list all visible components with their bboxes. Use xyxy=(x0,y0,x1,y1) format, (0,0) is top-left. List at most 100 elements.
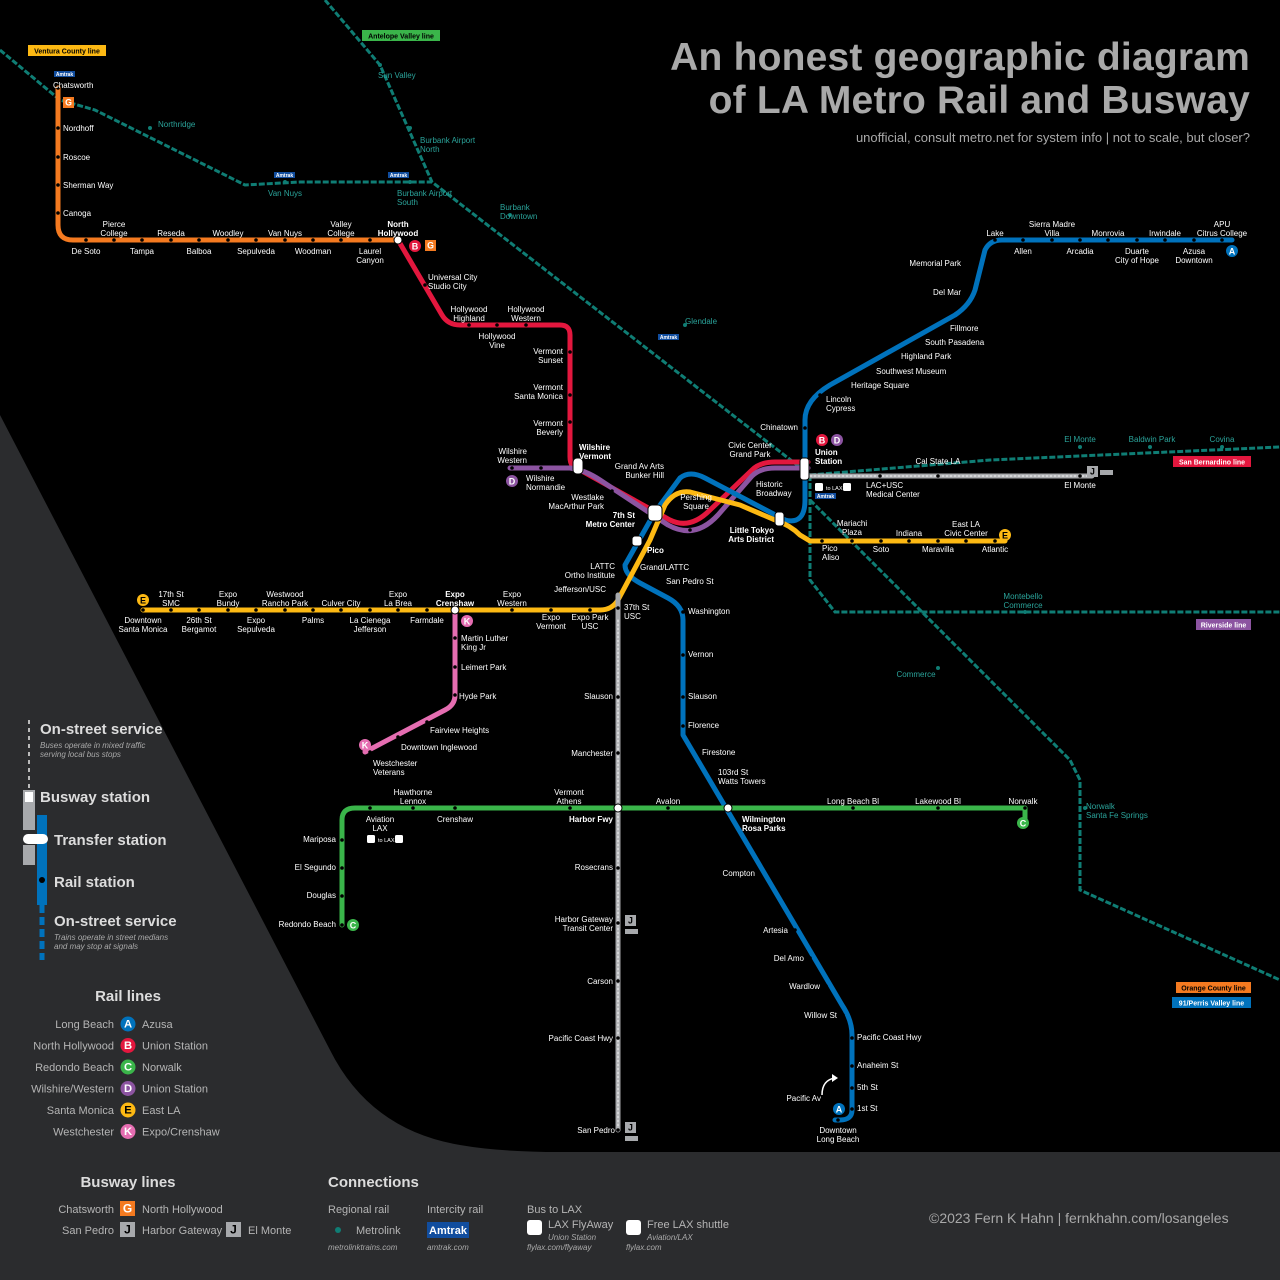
metrolink-stop xyxy=(936,666,940,670)
legend-connections-title: Connections xyxy=(328,1174,419,1191)
metrolink-stop xyxy=(1148,445,1152,449)
station-dot xyxy=(843,381,847,385)
station-dot xyxy=(1078,474,1082,478)
line-G-badge xyxy=(425,240,436,251)
station-label-sanpedrost: San Pedro St xyxy=(666,577,714,586)
amtrak-label: Amtrak xyxy=(660,335,677,341)
station-dot xyxy=(964,539,968,543)
station-dot xyxy=(824,984,828,988)
station-dot xyxy=(340,866,344,870)
station-label-compton: Compton xyxy=(723,869,755,878)
station-dot xyxy=(169,238,173,242)
line-A-badge xyxy=(120,1016,136,1032)
amtrak-badge xyxy=(54,71,75,77)
legend-rail-to: Azusa xyxy=(142,1019,173,1031)
station-dot xyxy=(850,1086,854,1090)
legend-text: On-street service Buses operate in mixed … xyxy=(31,721,729,1252)
station-dot xyxy=(666,806,670,810)
station-dot xyxy=(1050,238,1054,242)
legend-rail-from: Westchester xyxy=(53,1127,114,1139)
station-dot xyxy=(1106,238,1110,242)
station-label-woodman: Woodman xyxy=(295,247,331,256)
station-label-memorial: Memorial Park xyxy=(909,259,962,268)
station-dot xyxy=(549,608,553,612)
line-C-letter: C xyxy=(1020,819,1027,829)
line-G-letter: G xyxy=(427,241,434,251)
legend-panel xyxy=(0,415,1280,1280)
station-label-fairview: Fairview Heights xyxy=(430,726,489,735)
legend-graphic xyxy=(23,720,48,960)
line-A-badge xyxy=(833,1103,845,1115)
station-dot xyxy=(396,608,400,612)
line-A-letter: A xyxy=(836,1105,843,1115)
line-E-letter: E xyxy=(1002,531,1008,541)
station-label-harborfwy: Harbor Fwy xyxy=(569,815,614,824)
station-label-arcadia: Arcadia xyxy=(1066,247,1094,256)
station-dot xyxy=(943,326,947,330)
station-label-elsegundo: El Segundo xyxy=(295,863,337,872)
metrolink-stop xyxy=(148,126,152,130)
line-D-letter: D xyxy=(834,436,841,446)
station-dot xyxy=(658,581,662,585)
station-dot xyxy=(283,608,287,612)
legend-regional-rail: Regional rail xyxy=(328,1204,389,1216)
station-dot xyxy=(453,693,457,697)
station-dot xyxy=(714,778,718,782)
station-dot xyxy=(609,587,613,591)
legend-rail-to: Union Station xyxy=(142,1084,208,1096)
legend-rail-to: Norwalk xyxy=(142,1062,182,1074)
station-dot xyxy=(868,368,872,372)
station-dot xyxy=(425,608,429,612)
station-dot xyxy=(803,426,807,430)
metrolink-stop xyxy=(683,323,687,327)
station-dot xyxy=(368,608,372,612)
station-dot xyxy=(84,238,88,242)
station-dot xyxy=(197,608,201,612)
line-G-badge xyxy=(63,97,74,108)
station-label-southwest: Southwest Museum xyxy=(876,367,947,376)
station-label-chinatown: Chinatown xyxy=(760,423,798,432)
legend-flyaway-url: flylax.com/flyaway xyxy=(527,1243,592,1252)
title-line-2: of LA Metro Rail and Busway xyxy=(708,79,1250,122)
legend-flyaway: LAX FlyAway xyxy=(548,1219,614,1231)
line-K-badge xyxy=(120,1124,136,1139)
bus-icon xyxy=(367,835,375,843)
legend-busway-title: Busway lines xyxy=(80,1174,175,1191)
station-dot xyxy=(698,751,702,755)
station-dot xyxy=(681,610,685,614)
legend-rail-to: Union Station xyxy=(142,1041,208,1053)
station-dot xyxy=(850,1064,854,1068)
legend-shuttle-sub: Aviation/LAX xyxy=(646,1233,693,1242)
station-label-hydepark: Hyde Park xyxy=(459,692,497,701)
station-dot xyxy=(681,695,685,699)
legend-rail-lines-title: Rail lines xyxy=(95,988,161,1005)
legend-onstreet-rail: On-street service xyxy=(54,913,177,930)
amtrak-label: Amtrak xyxy=(276,173,293,179)
station-label-artesia: Artesia xyxy=(763,926,788,935)
station-dot xyxy=(396,735,400,739)
station-label-lbblvd: Long Beach Bl xyxy=(827,797,879,806)
line-K-letter: K xyxy=(124,1126,133,1138)
line-J-badge xyxy=(625,1122,636,1133)
legend-bus-lax: Bus to LAX xyxy=(527,1204,583,1216)
legend-busway-from: Chatsworth xyxy=(58,1204,114,1216)
to-lax-label: to LAX xyxy=(378,838,395,844)
